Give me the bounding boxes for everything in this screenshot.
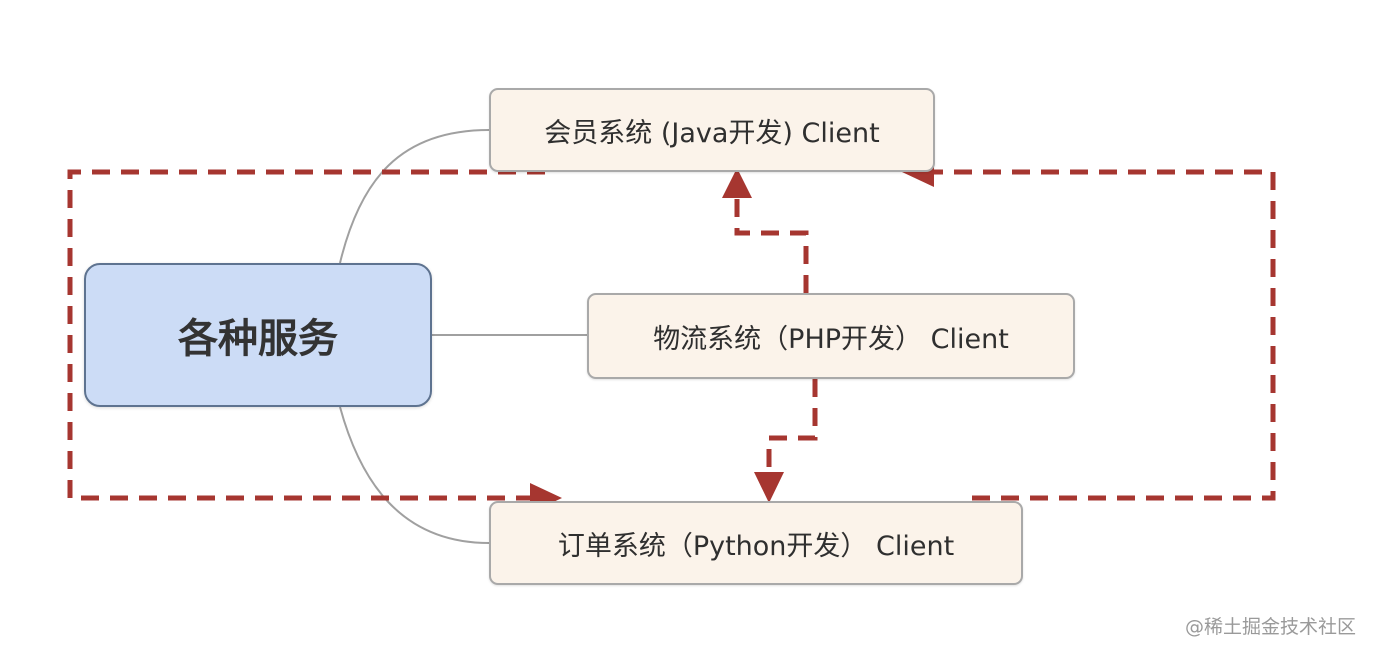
client-node-order: 订单系统（Python开发） Client bbox=[489, 501, 1023, 585]
client-node-member: 会员系统 (Java开发) Client bbox=[489, 88, 935, 172]
dashed-flow-logistics-to-order bbox=[766, 379, 818, 474]
watermark: @稀土掘金技术社区 bbox=[1184, 616, 1356, 638]
arrowhead-into-member-bottom bbox=[722, 168, 752, 198]
client-node-logistics: 物流系统（PHP开发） Client bbox=[587, 293, 1075, 379]
connector-root-order bbox=[339, 406, 490, 544]
dashed-flow-logistics-to-member bbox=[734, 196, 809, 293]
arrowhead-into-order-top bbox=[754, 472, 784, 503]
connector-root-member bbox=[339, 129, 490, 264]
dashed-flow-member-to-order bbox=[67, 169, 545, 501]
dashed-flow-order-to-member bbox=[932, 169, 1276, 501]
root-node-services: 各种服务 bbox=[84, 263, 432, 407]
